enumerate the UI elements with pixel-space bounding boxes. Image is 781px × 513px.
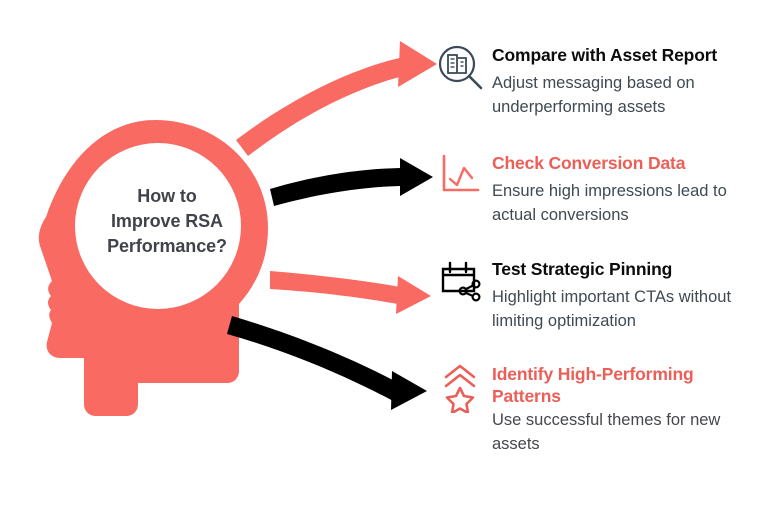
list-item-body: Test Strategic Pinning Highlight importa…: [492, 258, 766, 333]
center-question-line-3: Performance?: [107, 236, 227, 256]
center-question-text: How to Improve RSA Performance?: [72, 184, 262, 259]
list-item-title: Test Strategic Pinning: [492, 259, 673, 279]
list-item-title: Check Conversion Data: [492, 153, 686, 173]
list-item-body: Identify High-Performing Patterns Use su…: [492, 363, 766, 456]
list-item-description: Adjust messaging based on underperformin…: [492, 74, 695, 116]
list-item-description: Ensure high impressions lead to actual c…: [492, 182, 727, 224]
list-item[interactable]: Test Strategic Pinning Highlight importa…: [436, 258, 766, 333]
center-question-line-1: How to: [137, 186, 197, 206]
curved-arrow-3: [270, 271, 431, 314]
list-item-description: Use successful themes for new assets: [492, 411, 721, 453]
calendar-share-icon: [441, 261, 481, 302]
brain-circle: [75, 143, 241, 309]
chevrons-star-icon: [444, 364, 476, 413]
center-question-line-2: Improve RSA: [111, 211, 223, 231]
head-profile-graphic: [38, 120, 268, 416]
list-item-body: Compare with Asset Report Adjust messagi…: [492, 44, 766, 119]
curved-arrow-2: [270, 158, 433, 206]
list-item-title: Identify High-Performing Patterns: [492, 364, 694, 406]
list-item-body: Check Conversion Data Ensure high impres…: [492, 152, 766, 227]
magnifier-asset-report-icon: [438, 45, 483, 90]
list-item-title: Compare with Asset Report: [492, 45, 718, 65]
line-chart-icon: [442, 154, 480, 192]
list-item[interactable]: Identify High-Performing Patterns Use su…: [436, 363, 766, 456]
list-item-description: Highlight important CTAs without limitin…: [492, 288, 732, 330]
list-item[interactable]: Check Conversion Data Ensure high impres…: [436, 152, 766, 227]
list-item[interactable]: Compare with Asset Report Adjust messagi…: [436, 44, 766, 119]
